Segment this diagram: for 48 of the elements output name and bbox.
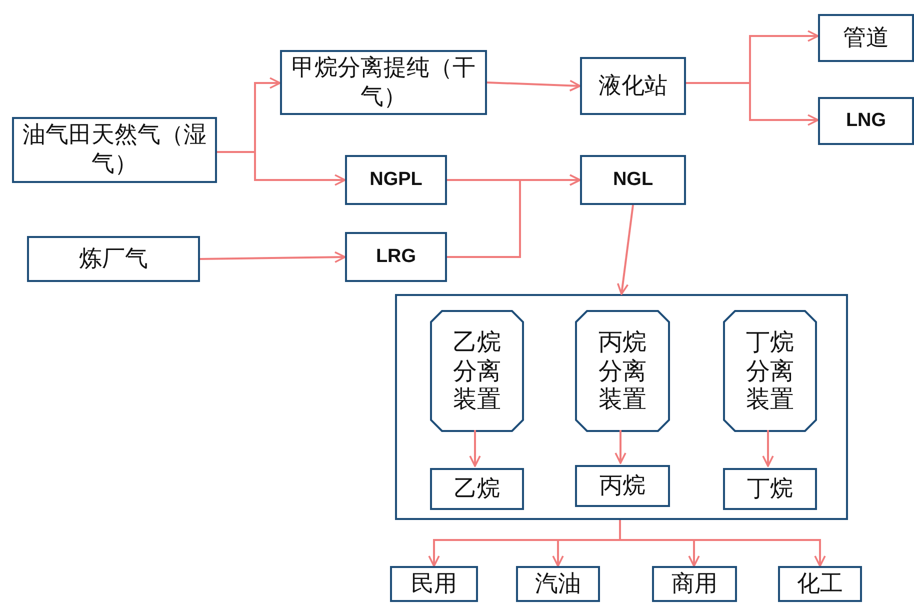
- label: 管道: [843, 24, 889, 52]
- label: 商用: [672, 570, 718, 598]
- separator-unit: [430, 310, 524, 432]
- label: 民用: [411, 570, 457, 598]
- label: 化工: [797, 570, 843, 598]
- process-box: [580, 57, 686, 115]
- label: NGPL: [370, 168, 422, 192]
- process-box: [390, 566, 478, 602]
- arrow: [200, 251, 346, 264]
- label: 丁烷: [747, 474, 793, 504]
- process-box: [818, 14, 914, 62]
- arrow: [762, 430, 774, 467]
- process-box: [12, 117, 217, 183]
- arrow: [447, 174, 581, 258]
- process-box: [430, 468, 524, 510]
- separator-unit: [575, 310, 670, 432]
- label: 液化站: [598, 72, 668, 100]
- arrow: [686, 82, 819, 126]
- label: LRG: [376, 245, 416, 269]
- arrow: [469, 430, 481, 467]
- label: 乙烷: [454, 474, 500, 504]
- process-box: [345, 232, 447, 282]
- process-box: [818, 97, 914, 145]
- arrow: [217, 151, 346, 186]
- process-box: [580, 155, 686, 205]
- label: 乙烷分离装置: [452, 328, 502, 414]
- label: 汽油: [535, 570, 581, 598]
- label: 丙烷分离装置: [597, 328, 648, 414]
- process-box: [345, 155, 447, 205]
- process-box: [723, 468, 817, 510]
- arrow: [486, 80, 581, 92]
- separator-unit: [723, 310, 817, 432]
- process-box: [280, 50, 487, 115]
- label: 炼厂气: [79, 244, 148, 274]
- process-box: [652, 566, 737, 602]
- label: LNG: [846, 109, 886, 133]
- arrow: [616, 204, 634, 295]
- process-box: [27, 236, 200, 282]
- label: 甲烷分离提纯（干气）: [290, 54, 476, 112]
- arrow: [614, 430, 626, 464]
- process-box: [575, 465, 670, 507]
- process-box: [778, 566, 862, 602]
- label: NGL: [612, 168, 654, 192]
- container-box: [395, 294, 848, 520]
- label: 丙烷: [600, 472, 646, 500]
- label: 丁烷分离装置: [744, 328, 795, 414]
- label: 油气田天然气（湿气）: [22, 121, 208, 179]
- process-box: [516, 566, 600, 602]
